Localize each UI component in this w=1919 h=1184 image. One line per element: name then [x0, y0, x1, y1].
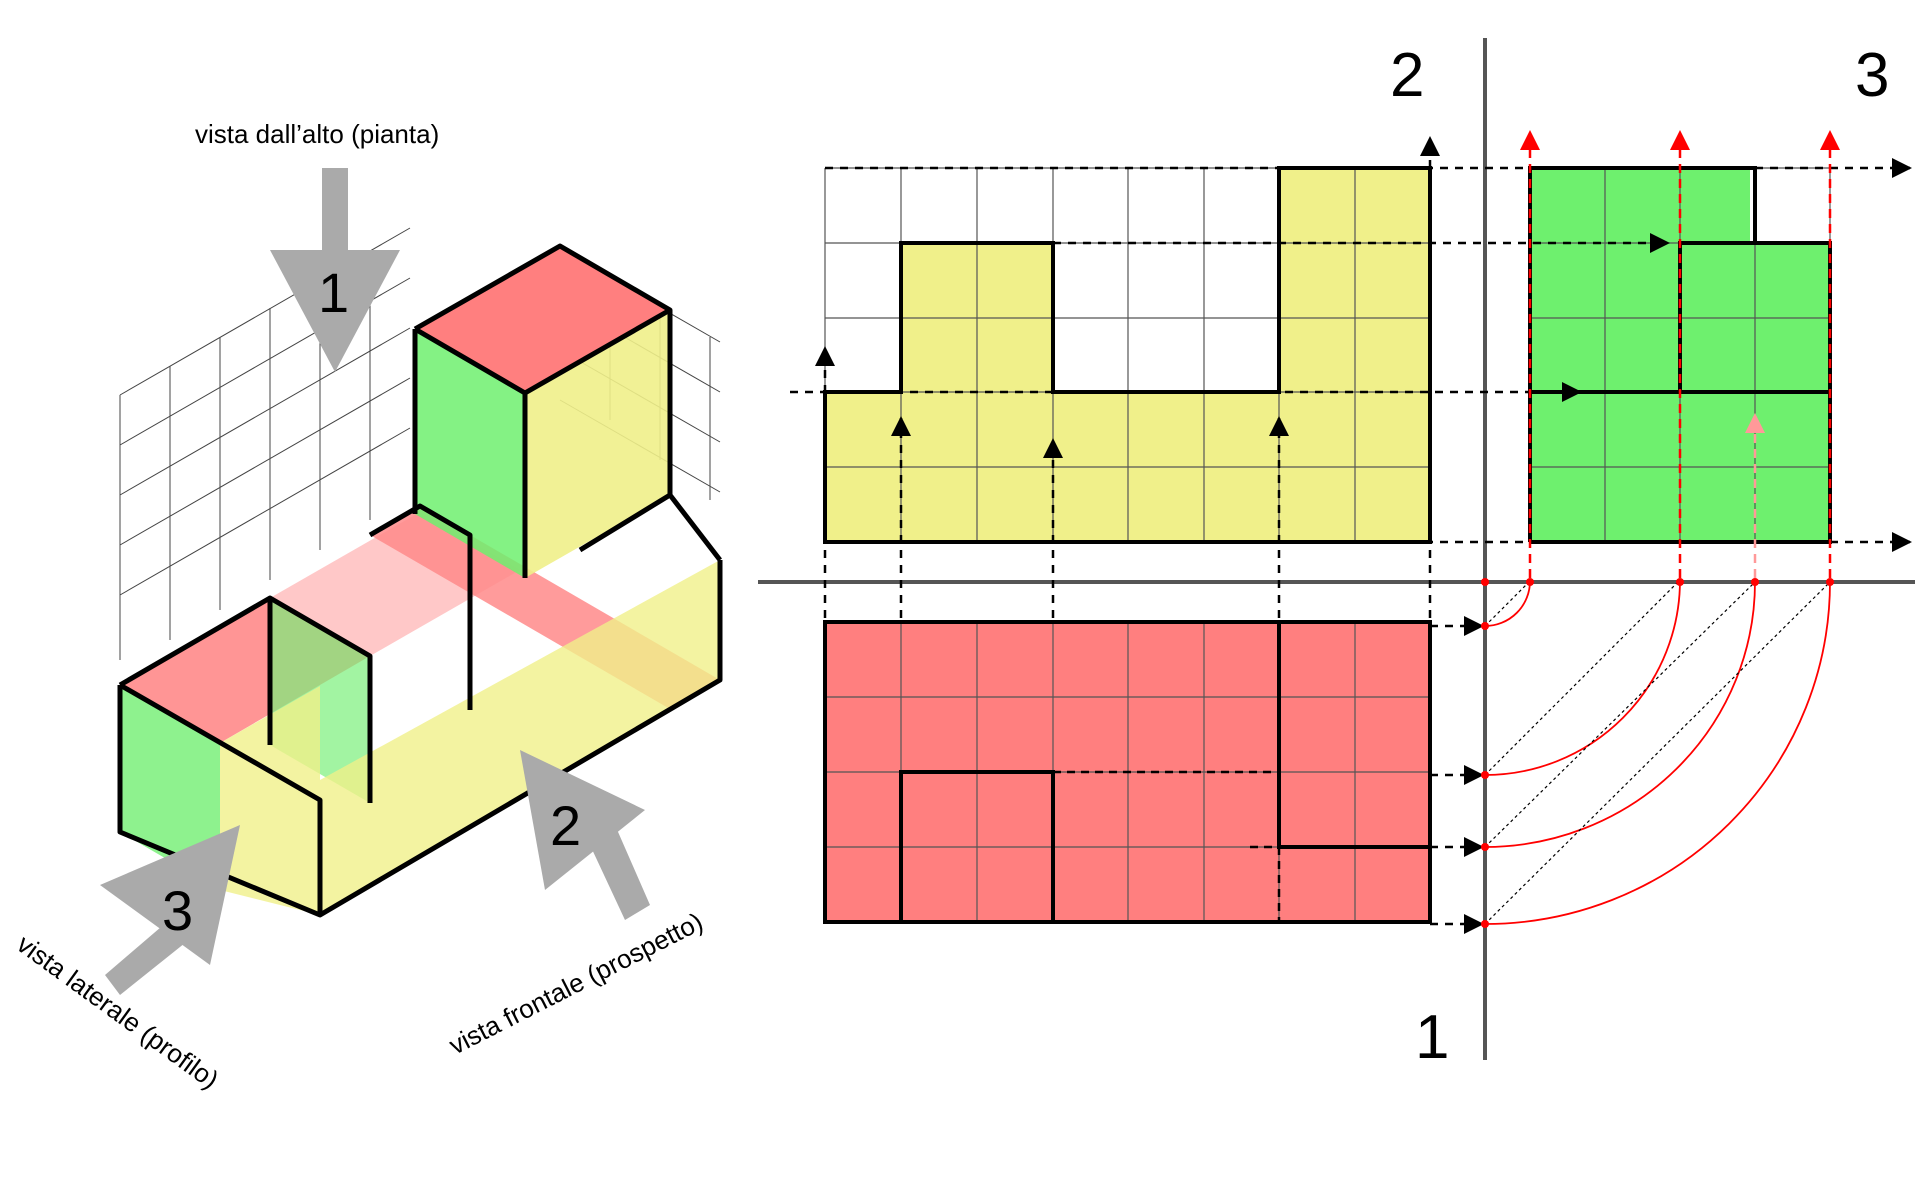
projection-arcs: [1484, 579, 1831, 925]
view-arrow-2: 2: [520, 750, 650, 920]
projection-lines-red: [1520, 130, 1840, 578]
quadrant-2-number: 2: [1390, 41, 1424, 110]
isometric-view: 1 2 3 vista dall’alto (pianta) vista fro…: [11, 119, 723, 1095]
view-arrow-1: 1: [270, 168, 400, 372]
top-view: [823, 620, 1432, 924]
view-arrow-1-number: 1: [318, 261, 349, 324]
iso-front-faces: [220, 310, 720, 915]
view-arrow-2-number: 2: [550, 794, 581, 857]
side-view-label: vista laterale (profilo): [11, 929, 224, 1095]
projection-points: [1481, 578, 1834, 928]
front-view-label: vista frontale (prospetto): [444, 906, 707, 1060]
top-view-hidden-lines: [1053, 770, 1281, 922]
view-arrow-3-number: 3: [162, 879, 193, 942]
view-arrow-3: 3: [100, 825, 240, 995]
projection-axes: [758, 38, 1915, 1060]
quadrant-3-number: 3: [1855, 41, 1889, 110]
top-view-outline: [823, 620, 1432, 924]
top-view-label: vista dall’alto (pianta): [195, 119, 439, 149]
iso-outlines: [117, 243, 723, 918]
projection-lines-black: [790, 136, 1912, 934]
side-view: [1528, 166, 1832, 544]
projection-diagonals: [1484, 579, 1831, 925]
quadrant-1-number: 1: [1415, 1003, 1449, 1072]
front-view: [823, 166, 1432, 544]
